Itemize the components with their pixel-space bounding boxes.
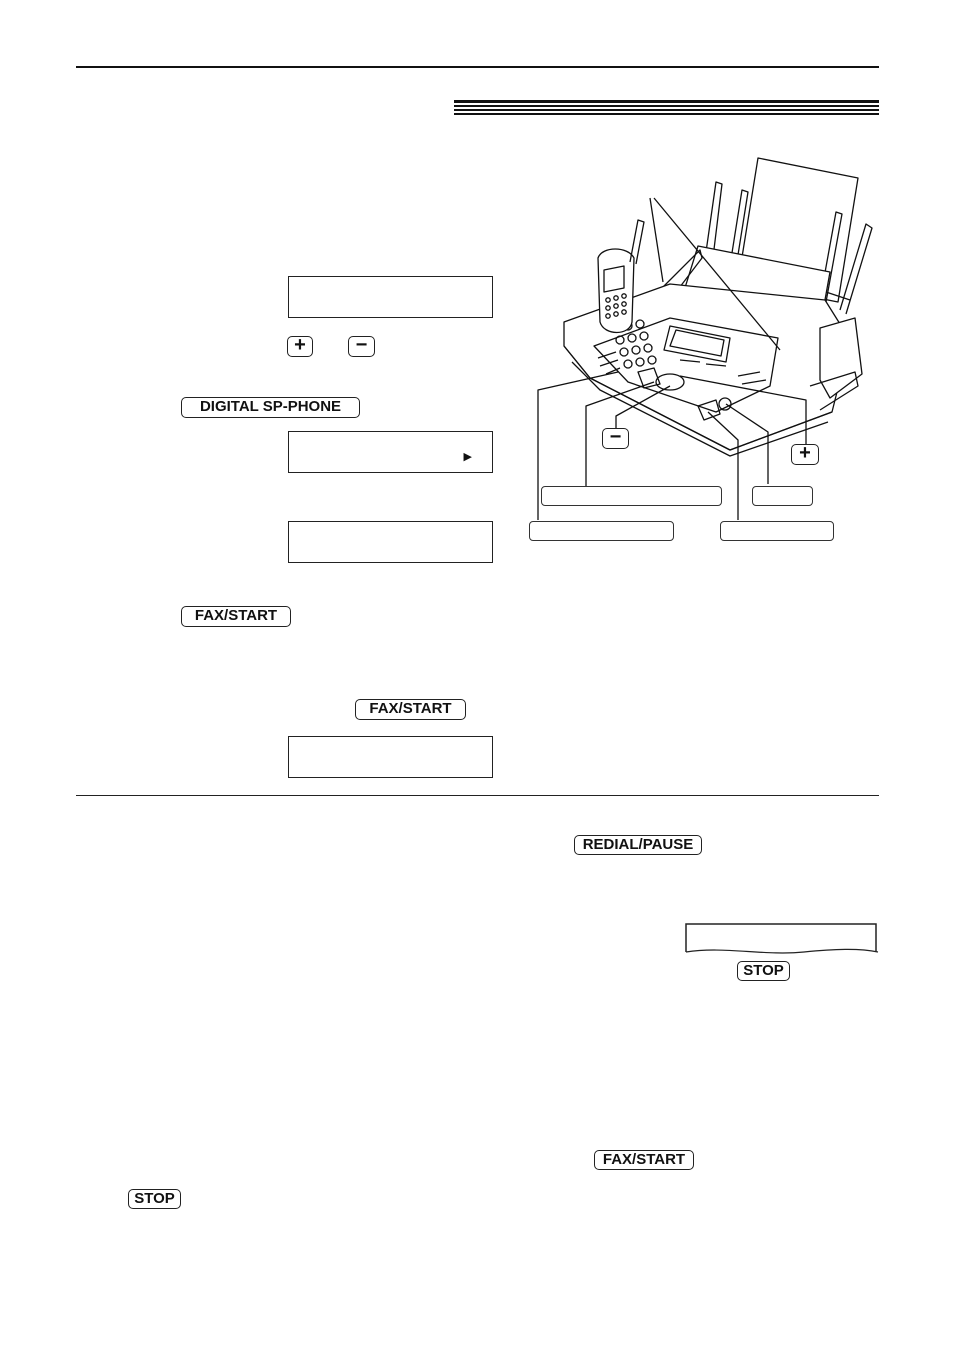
stop-key-1: STOP bbox=[737, 961, 790, 981]
callout-label-box-2 bbox=[752, 486, 813, 506]
callout-label-box-1 bbox=[541, 486, 722, 506]
stop-key-2: STOP bbox=[128, 1189, 181, 1209]
section-title-bars bbox=[454, 100, 879, 116]
section-divider bbox=[76, 795, 879, 796]
minus-key: − bbox=[348, 335, 375, 357]
fax-machine-illustration bbox=[537, 157, 873, 520]
fax-start-key-2: FAX/START bbox=[355, 699, 466, 720]
display-window-1 bbox=[288, 276, 493, 318]
fax-start-key-1: FAX/START bbox=[181, 606, 291, 627]
illustration-minus-key: − bbox=[602, 427, 629, 449]
header-rule bbox=[76, 66, 879, 68]
callout-label-box-4 bbox=[720, 521, 834, 541]
display-window-3 bbox=[288, 521, 493, 563]
fax-start-key-3: FAX/START bbox=[594, 1150, 694, 1170]
redial-pause-key: REDIAL/PAUSE bbox=[574, 835, 702, 855]
display-window-4 bbox=[288, 736, 493, 778]
display-arrow-icon: ▶ bbox=[463, 451, 472, 463]
torn-display-window bbox=[685, 923, 879, 954]
callout-label-box-3 bbox=[529, 521, 674, 541]
illustration-plus-key: + bbox=[791, 443, 819, 465]
digital-sp-phone-key: DIGITAL SP-PHONE bbox=[181, 397, 360, 418]
plus-key: + bbox=[287, 335, 313, 357]
display-window-2: ▶ bbox=[288, 431, 493, 473]
